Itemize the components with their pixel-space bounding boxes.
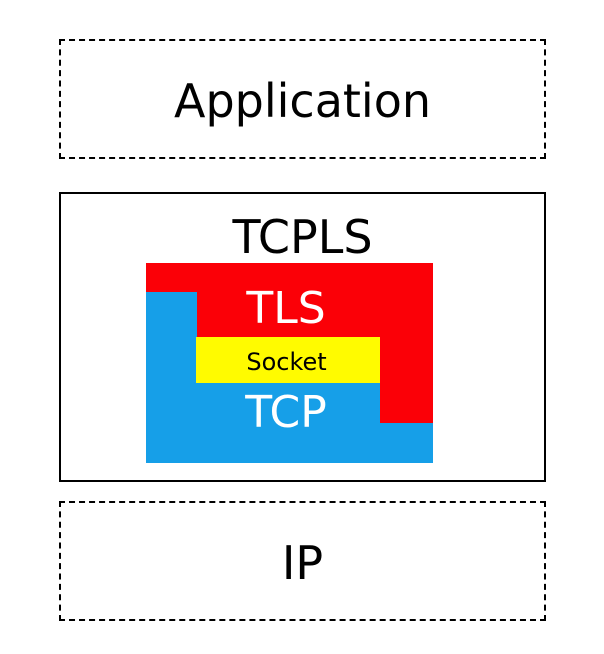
tls-label: TLS (246, 283, 326, 334)
ip-label: IP (281, 536, 324, 590)
socket-label: Socket (246, 348, 327, 376)
application-label: Application (173, 74, 432, 128)
tcpls-stack-graphic (146, 263, 433, 463)
socket-region (196, 337, 380, 383)
tcpls-protocol-stack: TLS Socket TCP (146, 263, 433, 463)
application-layer-box: Application (59, 39, 546, 159)
tcp-label: TCP (245, 387, 327, 438)
tcp-region (146, 292, 433, 463)
ip-layer-box: IP (59, 501, 546, 621)
tcpls-layer-box: TCPLS TLS Socket TCP (59, 192, 546, 482)
tls-region (146, 263, 433, 423)
tcpls-label: TCPLS (232, 210, 373, 264)
